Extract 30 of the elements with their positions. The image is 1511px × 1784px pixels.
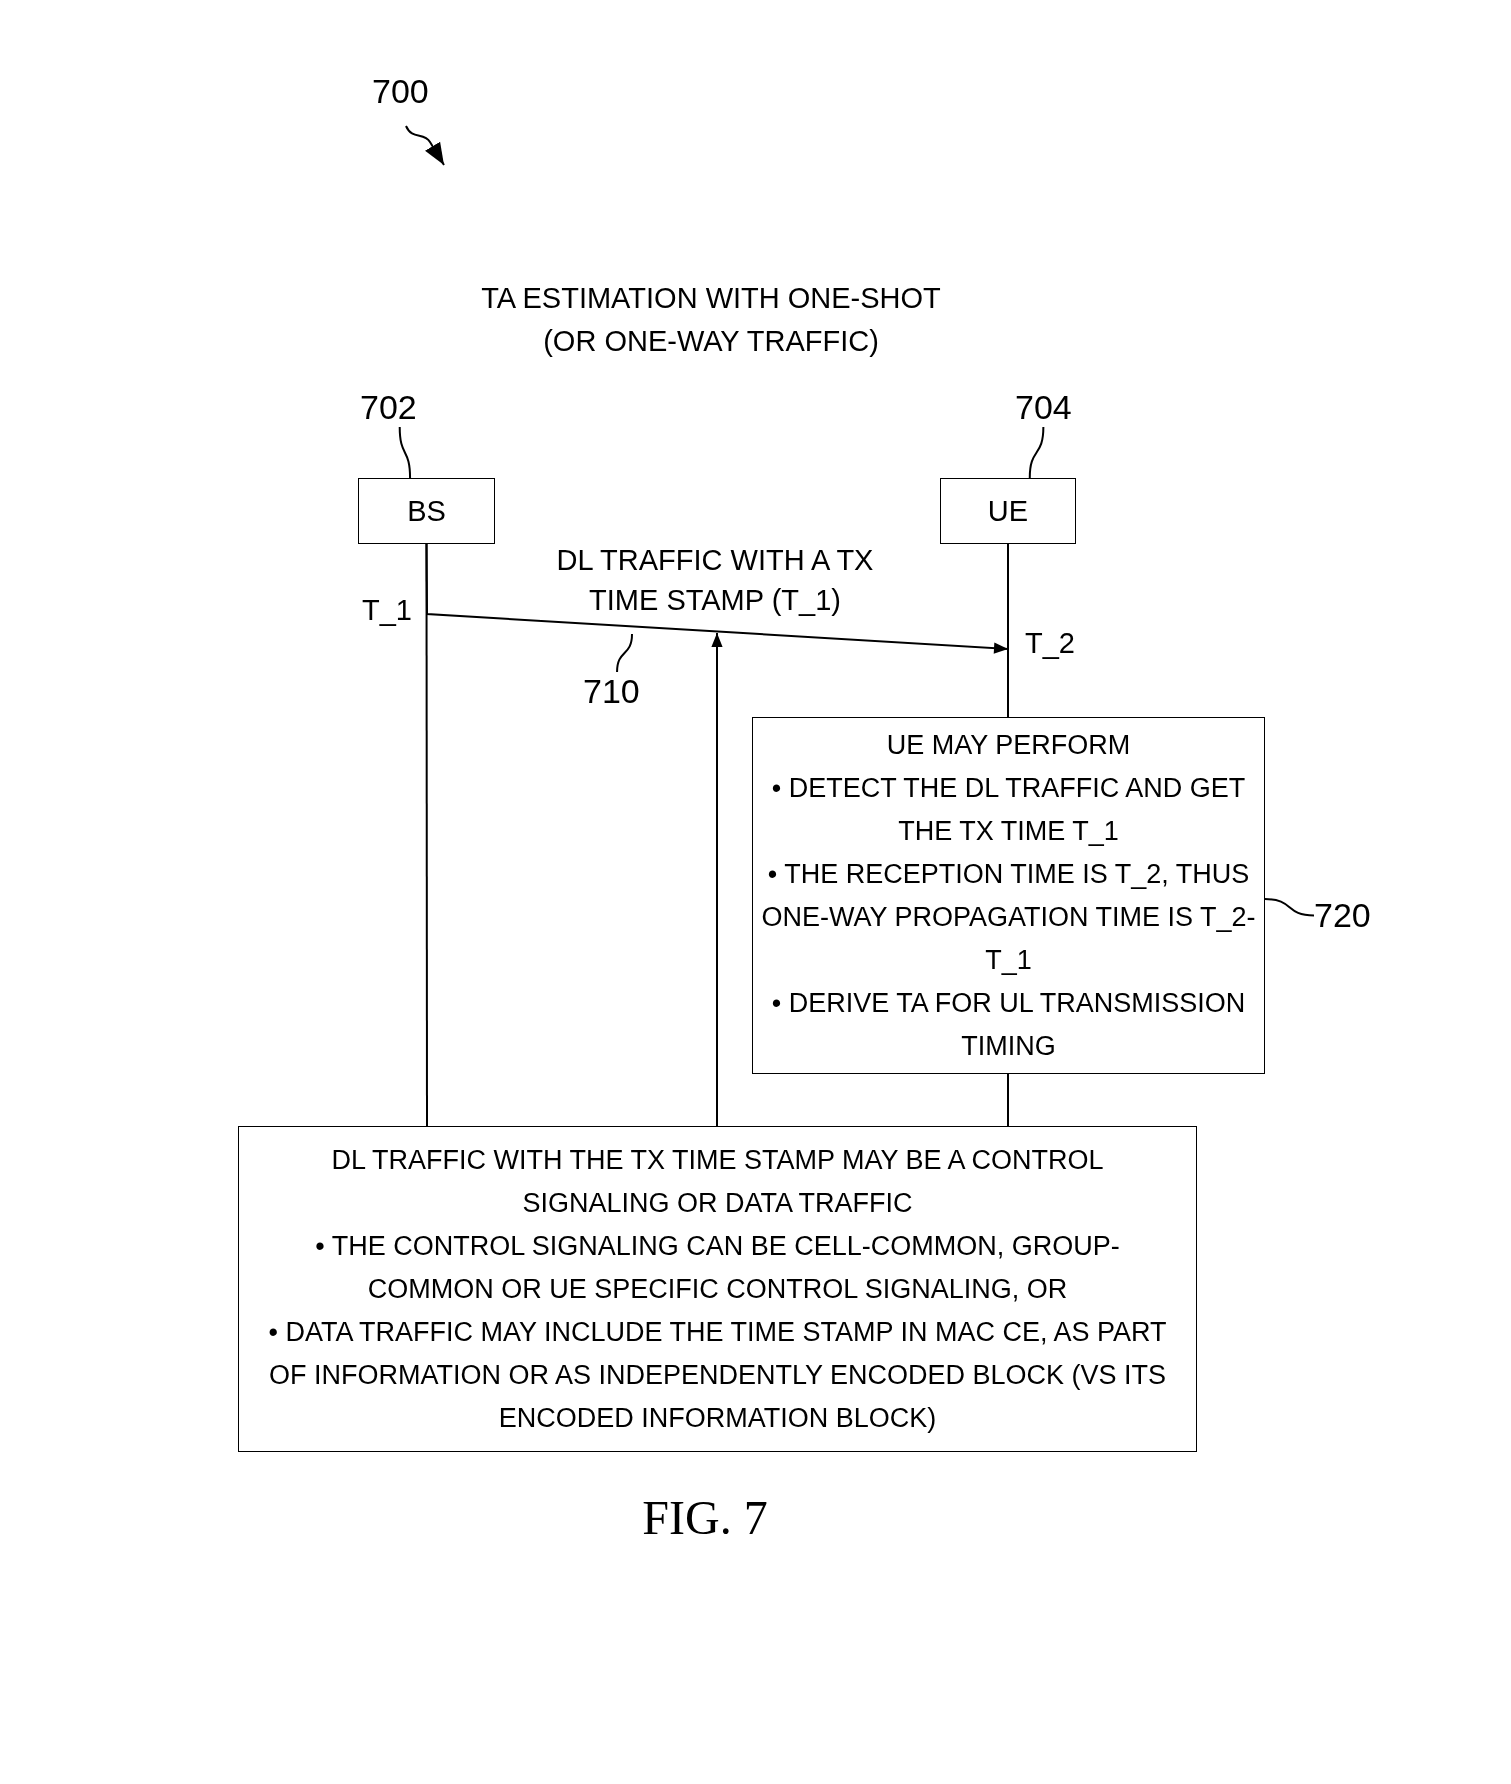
box-text: • DATA TRAFFIC MAY INCLUDE THE TIME STAMP IN MAC CE, AS PART OF INFORMATION OR AS INDEPENDENTLY ENCODED BLOCK (VS ITS ENCODED INFORMATION BLOCK): [267, 1315, 1168, 1435]
box-text: • THE CONTROL SIGNALING CAN BE CELL-COMMON, GROUP-COMMON OR UE SPECIFIC CONTROL SIGNALING, OR: [314, 1229, 1121, 1306]
leader-line: [616, 633, 633, 673]
leader-line: [1028, 426, 1045, 479]
reference-numeral: 710: [583, 672, 640, 711]
box-text: • DERIVE TA FOR UL TRANSMISSION TIMING: [770, 986, 1247, 1063]
figure-number: 700: [372, 72, 429, 111]
leader-line: [1264, 898, 1315, 917]
figure-caption: FIG. 7: [641, 1490, 769, 1545]
time-label: T_2: [1025, 627, 1075, 660]
leader-line: [398, 426, 412, 479]
note-box: [238, 1126, 1197, 1452]
box-text: • THE RECEPTION TIME IS T_2, THUS ONE-WAY PROPAGATION TIME IS T_2-T_1: [760, 857, 1257, 977]
entity-box: [358, 478, 495, 544]
reference-numeral: 702: [360, 388, 417, 427]
entity-box: [940, 478, 1076, 544]
process-box: [752, 717, 1265, 1074]
box-text: DL TRAFFIC WITH THE TX TIME STAMP MAY BE A CONTROL SIGNALING OR DATA TRAFFIC: [330, 1143, 1105, 1220]
reference-numeral: 704: [1015, 388, 1072, 427]
box-text: • DETECT THE DL TRAFFIC AND GET THE TX TIME T_1: [770, 771, 1247, 848]
time-label: T_1: [362, 594, 412, 627]
connector-line: [425, 543, 428, 1127]
arrow: [711, 632, 723, 1127]
connector-line: [1007, 1073, 1009, 1127]
connector-line: [1007, 543, 1009, 718]
diagram-title: TA ESTIMATION WITH ONE-SHOT (OR ONE-WAY TRAFFIC): [480, 281, 942, 359]
box-text: BS: [407, 493, 446, 529]
reference-numeral: 720: [1314, 896, 1371, 935]
box-text: UE: [987, 493, 1029, 529]
box-text: UE MAY PERFORM: [886, 728, 1131, 762]
